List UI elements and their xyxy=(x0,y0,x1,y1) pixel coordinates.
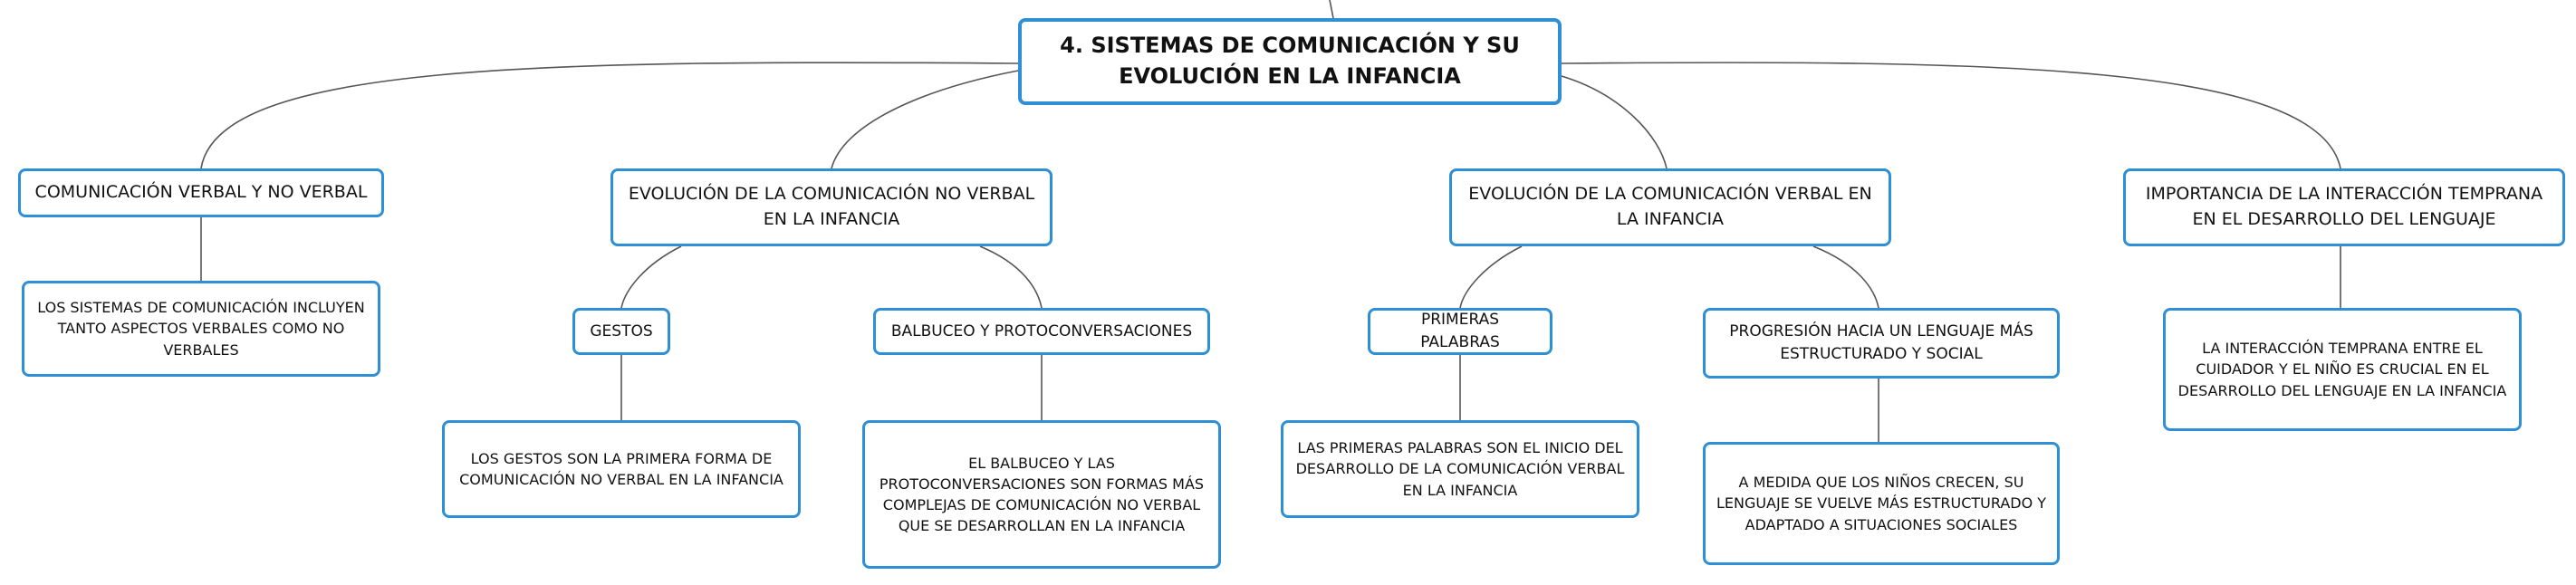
detail-progresion-lenguaje[interactable]: A MEDIDA QUE LOS NIÑOS CRECEN, SU LENGUA… xyxy=(1703,442,2060,565)
branch-evolucion-no-verbal[interactable]: EVOLUCIÓN DE LA COMUNICACIÓN NO VERBAL E… xyxy=(610,168,1053,246)
branch-comunicacion-verbal-no-verbal[interactable]: COMUNICACIÓN VERBAL Y NO VERBAL xyxy=(18,168,384,217)
branch-evolucion-verbal[interactable]: EVOLUCIÓN DE LA COMUNICACIÓN VERBAL EN L… xyxy=(1449,168,1891,246)
detail-balbuceo-protoconversaciones[interactable]: EL BALBUCEO Y LAS PROTOCONVERSACIONES SO… xyxy=(862,420,1221,569)
connector-branch3-primeras xyxy=(1459,245,1523,309)
connector-branch2-gestos xyxy=(620,245,682,309)
subtopic-primeras-palabras[interactable]: PRIMERAS PALABRAS xyxy=(1368,308,1552,355)
connector-branch3-progresion xyxy=(1812,245,1879,309)
connector-branch2-balbuceo xyxy=(979,245,1043,309)
connector-root-branch2 xyxy=(831,70,1019,169)
detail-primeras-palabras[interactable]: LAS PRIMERAS PALABRAS SON EL INICIO DEL … xyxy=(1281,420,1639,518)
connector-root-branch3 xyxy=(1561,75,1668,169)
connector-root-branch4 xyxy=(1561,62,2341,169)
branch-importancia-interaccion-temprana[interactable]: IMPORTANCIA DE LA INTERACCIÓN TEMPRANA E… xyxy=(2123,168,2565,246)
subtopic-gestos[interactable]: GESTOS xyxy=(572,308,670,355)
connector-root-up xyxy=(1329,0,1334,19)
detail-importancia-interaccion-temprana[interactable]: LA INTERACCIÓN TEMPRANA ENTRE EL CUIDADO… xyxy=(2163,308,2522,431)
detail-comunicacion-verbal-no-verbal[interactable]: LOS SISTEMAS DE COMUNICACIÓN INCLUYEN TA… xyxy=(22,281,380,377)
connector-root-branch1 xyxy=(200,62,1019,169)
detail-gestos[interactable]: LOS GESTOS SON LA PRIMERA FORMA DE COMUN… xyxy=(442,420,801,518)
root-topic[interactable]: 4. SISTEMAS DE COMUNICACIÓN Y SU EVOLUCI… xyxy=(1018,18,1562,105)
subtopic-balbuceo-protoconversaciones[interactable]: BALBUCEO Y PROTOCONVERSACIONES xyxy=(873,308,1210,355)
subtopic-progresion-lenguaje[interactable]: PROGRESIÓN HACIA UN LENGUAJE MÁS ESTRUCT… xyxy=(1703,308,2060,379)
